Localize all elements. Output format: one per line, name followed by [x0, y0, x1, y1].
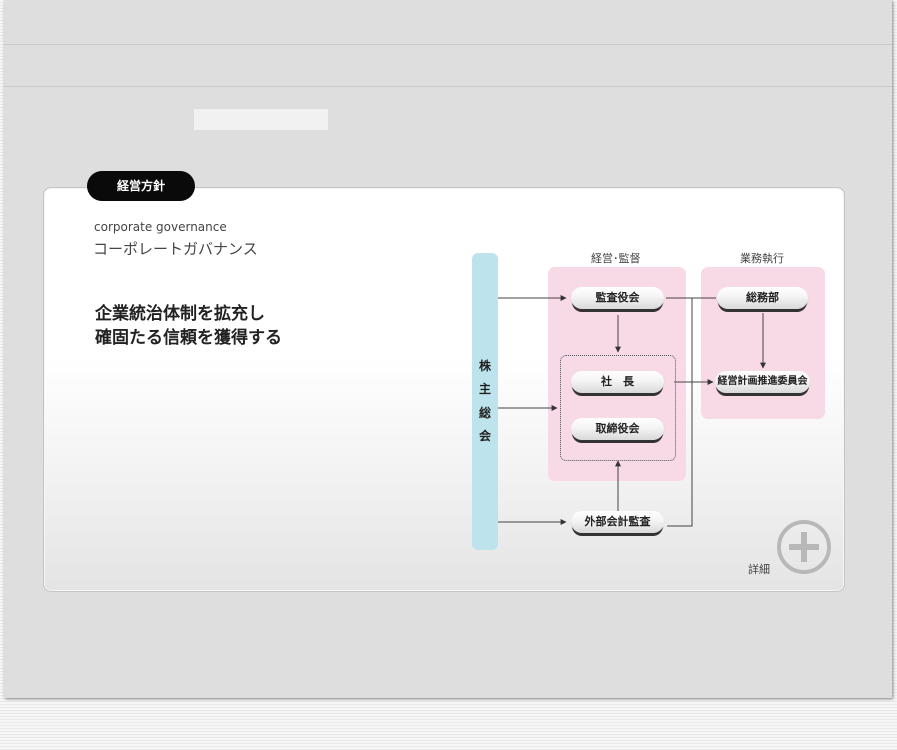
page-title: コーポレートガバナンス	[93, 240, 258, 258]
headline: 企業統治体制を拡充し 確固たる信頼を獲得する	[95, 302, 282, 350]
section-tab[interactable]: 経営方針	[87, 171, 195, 201]
shareholders-char: 会	[478, 429, 491, 443]
headline-line: 確固たる信頼を獲得する	[95, 328, 282, 348]
headline-line: 企業統治体制を拡充し	[95, 304, 265, 324]
shareholders-char: 総	[478, 405, 491, 420]
shareholders-char: 株	[478, 358, 491, 373]
divider	[4, 44, 892, 45]
board-node: 取締役会	[571, 418, 664, 440]
shareholders-meeting-bar: 株 主 総 会	[472, 253, 498, 550]
planning-committee-node: 経営計画推進委員会	[715, 371, 810, 393]
detail-label[interactable]: 詳細	[748, 563, 770, 576]
general-affairs-node: 総務部	[717, 287, 808, 309]
auditors-node: 監査役会	[571, 287, 664, 309]
shareholders-char: 主	[478, 382, 491, 396]
group-label-management: 経営･監督	[591, 252, 641, 265]
president-node: 社 長	[571, 371, 664, 393]
group-label-execution: 業務執行	[740, 252, 784, 265]
english-title: corporate governance	[94, 220, 227, 234]
divider	[4, 86, 892, 87]
plus-circle-icon[interactable]	[776, 519, 832, 575]
external-audit-node: 外部会計監査	[571, 511, 664, 533]
header-placeholder	[194, 109, 328, 130]
